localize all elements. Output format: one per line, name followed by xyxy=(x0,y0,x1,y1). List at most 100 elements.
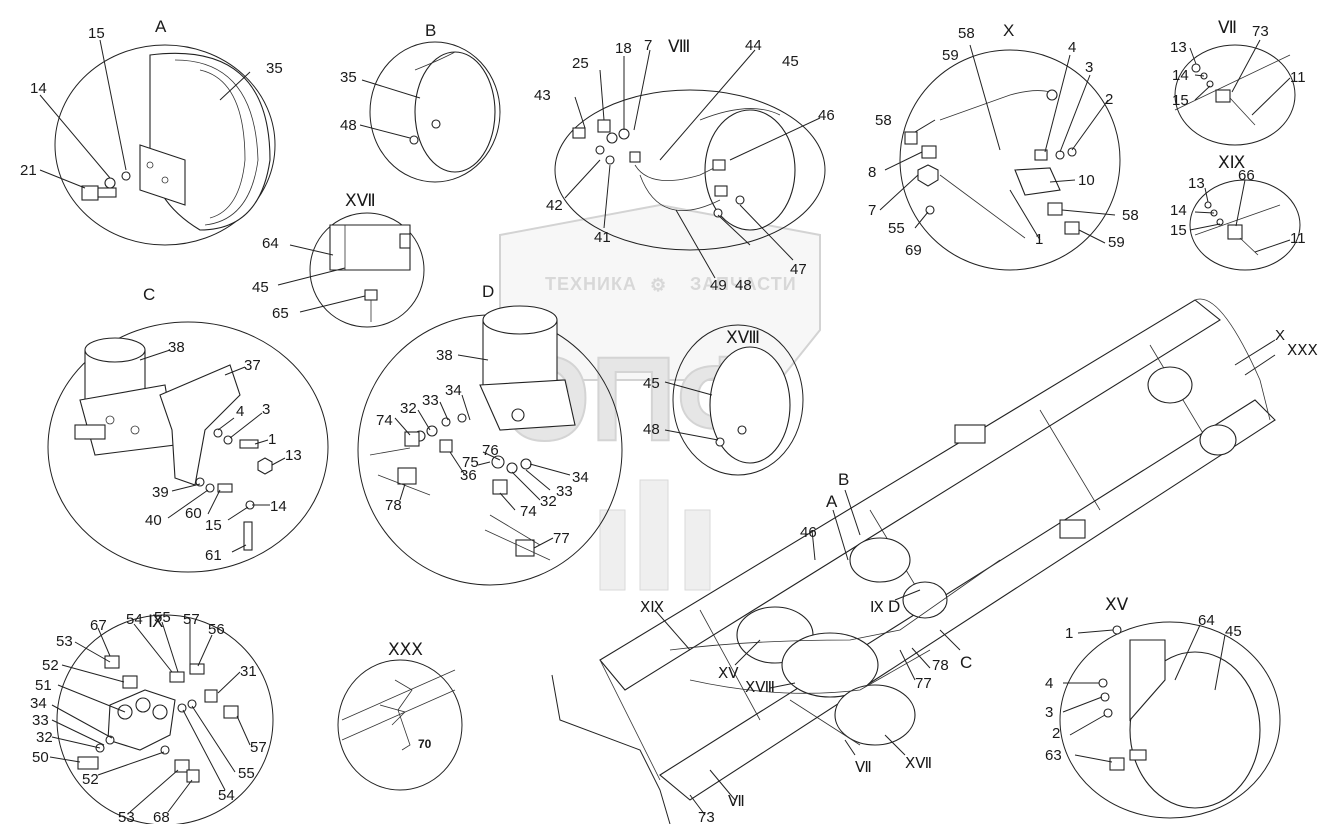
callout: 48 xyxy=(340,117,357,134)
callout: 34 xyxy=(445,382,462,399)
view-XXX: ⅩⅩⅩ 70 xyxy=(337,640,463,791)
chassis-assembly: X ⅩⅩⅩ B A 46 Ⅸ D C 78 77 ⅩⅨ ⅩⅤ ⅩⅧ Ⅶ ⅩⅦ Ⅶ… xyxy=(551,298,1318,824)
callout: 64 xyxy=(1198,612,1215,629)
callout: 47 xyxy=(790,261,807,278)
chassis-callout: X xyxy=(1275,327,1285,344)
callout: 21 xyxy=(20,162,37,179)
callout: 13 xyxy=(285,447,302,464)
view-title: A xyxy=(155,17,167,36)
watermark-text-2: ЗАПЧАСТИ xyxy=(690,274,797,294)
callout: 3 xyxy=(1045,704,1053,721)
view-X: X 58 59 4 3 2 58 8 10 7 55 69 1 xyxy=(868,21,1139,271)
callout: 31 xyxy=(240,663,257,680)
callout: 45 xyxy=(1225,623,1242,640)
callout: 54 xyxy=(218,787,235,804)
view-title: ⅩⅤ xyxy=(1105,595,1129,614)
callout: 52 xyxy=(82,771,99,788)
chassis-callout: Ⅶ xyxy=(855,759,872,776)
view-title: Ⅶ xyxy=(1218,18,1237,37)
chassis-callout: Ⅸ xyxy=(870,599,884,616)
callout: 11 xyxy=(1290,69,1306,86)
view-title: ⅩⅩⅩ xyxy=(388,640,423,659)
view-B: B 35 48 xyxy=(340,21,501,183)
view-title: B xyxy=(425,21,436,40)
callout: 18 xyxy=(615,40,632,57)
callout: 45 xyxy=(252,279,269,296)
chassis-callout: 46 xyxy=(800,524,817,541)
callout: 3 xyxy=(262,401,270,418)
callout: 50 xyxy=(32,749,49,766)
callout: 53 xyxy=(56,633,73,650)
callout: 13 xyxy=(1188,175,1205,192)
callout: 37 xyxy=(244,357,261,374)
callout: 46 xyxy=(818,107,835,124)
callout: 73 xyxy=(1252,23,1269,40)
view-D: D 38 34 33 32 74 76 75 xyxy=(357,282,623,586)
chassis-callout: 78 xyxy=(932,657,949,674)
callout: 14 xyxy=(30,80,47,97)
callout: 15 xyxy=(1172,92,1189,109)
callout: 58 xyxy=(1122,207,1139,224)
callout: 7 xyxy=(644,37,652,54)
callout: 60 xyxy=(185,505,202,522)
view-XV: ⅩⅤ 1 64 45 4 3 2 63 xyxy=(1045,595,1281,819)
callout: 15 xyxy=(1170,222,1187,239)
callout: 45 xyxy=(782,53,799,70)
callout: 39 xyxy=(152,484,169,501)
callout: 34 xyxy=(572,469,589,486)
callout: 35 xyxy=(340,69,357,86)
callout: 38 xyxy=(168,339,185,356)
callout: 32 xyxy=(400,400,417,417)
watermark-towers xyxy=(599,479,711,591)
chassis-callout: 73 xyxy=(698,809,715,824)
callout: 59 xyxy=(1108,234,1125,251)
view-VIII: Ⅷ 25 18 7 44 45 43 46 42 41 49 48 47 xyxy=(534,37,835,294)
callout: 70 xyxy=(418,737,432,751)
callout: 54 xyxy=(126,611,143,628)
callout: 14 xyxy=(1172,67,1189,84)
callout: 74 xyxy=(520,503,537,520)
callout: 2 xyxy=(1105,91,1113,108)
view-A: A 35 15 14 21 xyxy=(20,17,283,246)
callout: 1 xyxy=(1035,231,1043,248)
callout: 41 xyxy=(594,229,611,246)
callout: 40 xyxy=(145,512,162,529)
callout: 55 xyxy=(154,609,171,626)
callout: 51 xyxy=(35,677,52,694)
view-VII: Ⅶ 73 13 14 15 11 xyxy=(1170,18,1306,146)
view-XVIII: ⅩⅧ 45 48 xyxy=(643,324,804,476)
callout: 61 xyxy=(205,547,222,564)
callout: 52 xyxy=(42,657,59,674)
chassis-callout: ⅩⅩⅩ xyxy=(1287,342,1318,359)
callout: 49 xyxy=(710,277,727,294)
callout: 59 xyxy=(942,47,959,64)
callout: 8 xyxy=(868,164,876,181)
view-title: ⅩⅨ xyxy=(1218,153,1246,172)
chassis-callout: A xyxy=(826,492,838,511)
callout: 66 xyxy=(1238,167,1255,184)
callout: 32 xyxy=(540,493,557,510)
view-XIX: ⅩⅨ 66 13 14 15 11 xyxy=(1170,153,1306,271)
callout: 4 xyxy=(1068,39,1076,56)
callout: 14 xyxy=(270,498,287,515)
callout: 33 xyxy=(556,483,573,500)
chassis-callout: ⅩⅤ xyxy=(718,665,739,682)
callout: 15 xyxy=(205,517,222,534)
watermark-text-1: ТЕХНИКА xyxy=(545,274,637,294)
callout: 68 xyxy=(153,809,170,824)
view-title: ⅩⅦ xyxy=(345,191,376,210)
callout: 58 xyxy=(875,112,892,129)
callout: 57 xyxy=(250,739,267,756)
callout: 4 xyxy=(1045,675,1053,692)
chassis-callout: Ⅶ xyxy=(728,793,745,810)
view-title: Ⅷ xyxy=(668,37,690,56)
callout: 36 xyxy=(460,467,477,484)
callout: 42 xyxy=(546,197,563,214)
callout: 58 xyxy=(958,25,975,42)
chassis-callout: 77 xyxy=(915,675,932,692)
view-C: C 38 37 4 3 1 13 39 40 60 15 14 xyxy=(47,285,329,573)
view-title: X xyxy=(1003,21,1014,40)
callout: 43 xyxy=(534,87,551,104)
callout: 77 xyxy=(553,530,570,547)
